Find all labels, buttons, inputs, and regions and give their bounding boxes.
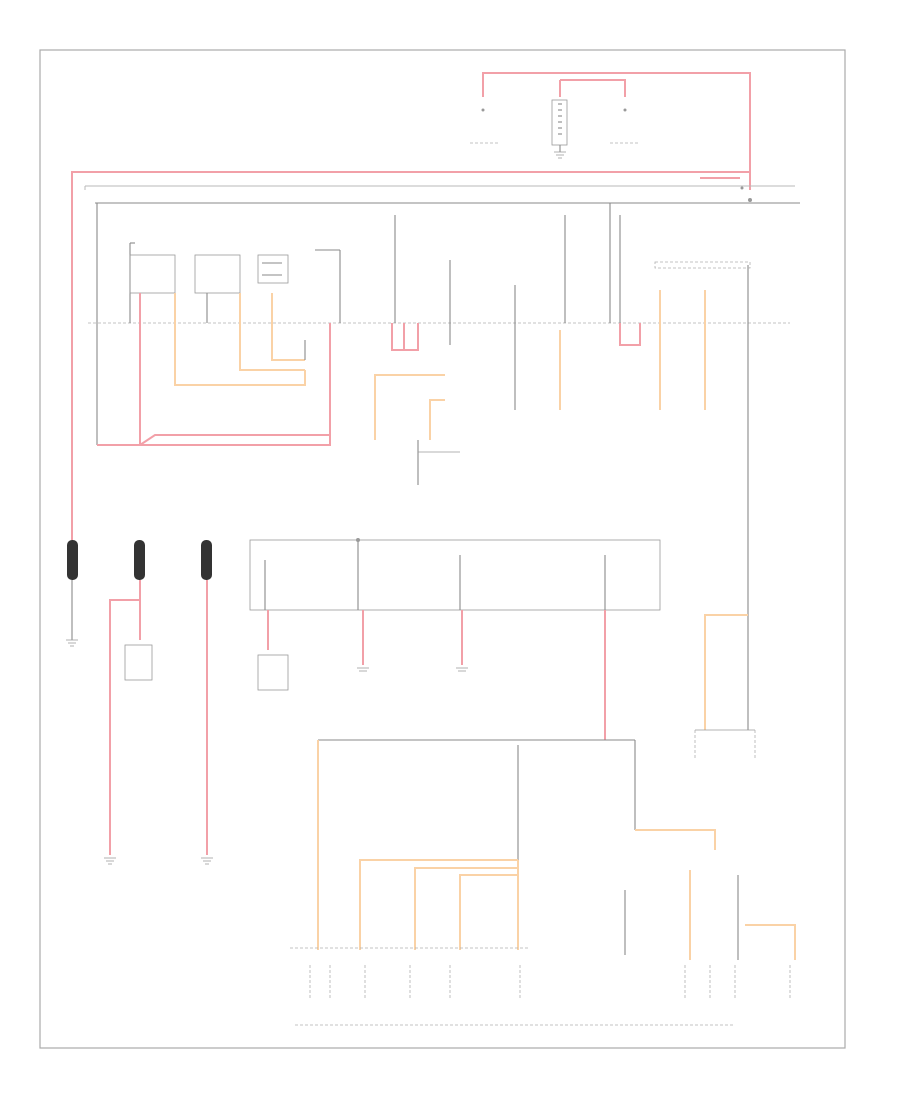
fuse-block-middle	[249, 538, 661, 740]
fusible-links	[66, 540, 213, 865]
relay-1	[129, 254, 176, 294]
fusible-link-3	[201, 540, 212, 580]
component-box-mid	[257, 654, 289, 691]
lower-distribution	[290, 739, 796, 1026]
relay-2	[194, 254, 241, 294]
right-feed	[694, 614, 756, 760]
component-box-left	[124, 644, 153, 681]
battery-group	[470, 72, 751, 190]
diagram-border	[39, 49, 846, 1049]
main-feed-wires	[71, 171, 800, 540]
fusible-link-1	[67, 540, 78, 580]
fusible-link-2	[134, 540, 145, 580]
fuse-block-top	[88, 203, 790, 620]
relay-3	[257, 254, 289, 284]
fuse-block-frame	[249, 539, 661, 611]
